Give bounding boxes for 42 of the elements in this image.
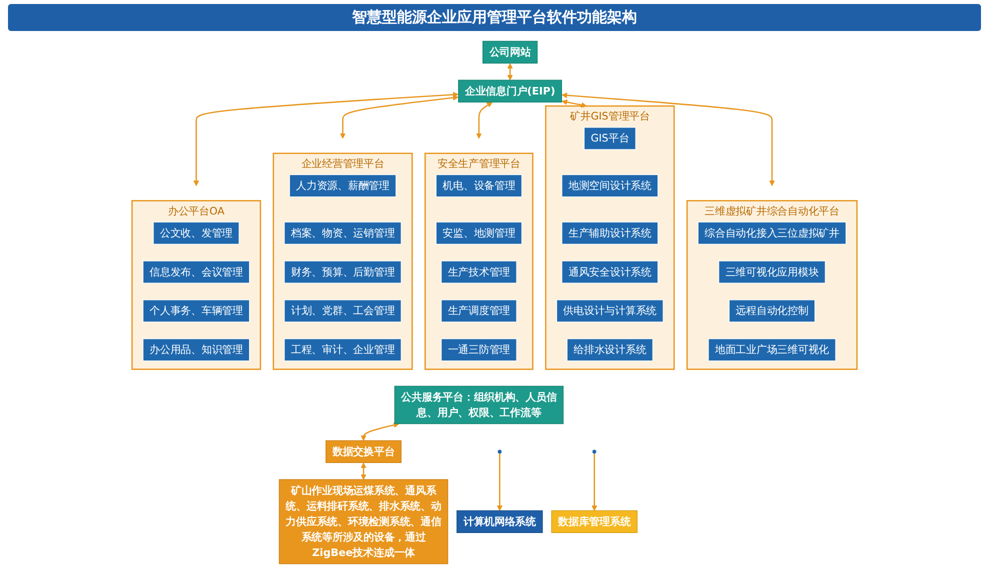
arrow: [562, 99, 587, 108]
node-box: 财务、预算、后勤管理: [284, 260, 402, 284]
node-box: GIS平台: [584, 127, 636, 150]
node-box: 工程、审计、企业管理: [284, 338, 402, 362]
node-box: 供电设计与计算系统: [556, 300, 664, 322]
node-box: 通风安全设计系统: [562, 260, 658, 284]
arrow: [476, 102, 492, 139]
node-box: 综合自动化接入三位虚拟矿井: [698, 222, 846, 244]
arrow: [360, 462, 366, 480]
node-box: 生产辅助设计系统: [562, 222, 658, 244]
node-box: 三维可视化应用模块: [718, 260, 826, 284]
node-box: 地测空间设计系统: [562, 174, 658, 198]
arrow: [562, 92, 775, 186]
node-box: 信息发布、会议管理: [142, 260, 250, 284]
node-box: 生产技术管理: [441, 260, 517, 284]
node-box: 办公用品、知识管理: [142, 338, 250, 362]
node-box: 机电、设备管理: [436, 174, 522, 198]
node-box: 计划、党群、工会管理: [284, 300, 402, 322]
node-box: 公文收、发管理: [153, 222, 240, 244]
arrow: [193, 92, 458, 186]
node-box: 安监、地测管理: [436, 222, 522, 244]
node-box: 数据交换平台: [326, 440, 402, 463]
node-box: 公司网站: [482, 40, 538, 64]
arrow: [360, 422, 400, 441]
node-box: 个人事务、车辆管理: [142, 300, 250, 322]
node-box: 矿山作业现场运煤系统、通风系统、运料排矸系统、排水系统、动力供应系统、环境检测系统、通信系统等所涉及的设备，通过ZigBee技术连成一体: [278, 479, 448, 564]
node-box: 远程自动化控制: [728, 300, 816, 322]
node-box: 公共服务平台：组织机构、人员信息、用户、权限、工作流等: [394, 386, 564, 424]
arrow: [592, 453, 598, 511]
node-box: 一通三防管理: [441, 338, 517, 362]
node-box: 生产调度管理: [441, 300, 517, 322]
node-box: 地面工业广场三维可视化: [708, 338, 836, 362]
arrow: [340, 94, 458, 139]
node-box: 档案、物资、运销管理: [284, 222, 402, 244]
arrow: [496, 453, 503, 511]
node-box: 数据库管理系统: [551, 510, 638, 534]
node-box: 人力资源、薪酬管理: [289, 174, 396, 198]
node-box: 企业信息门户(EIP): [458, 80, 562, 102]
diagram-title: 智慧型能源企业应用管理平台软件功能架构: [8, 4, 981, 31]
node-box: 计算机网络系统: [456, 510, 543, 534]
node-box: 给排水设计系统: [566, 338, 654, 362]
arrow: [507, 63, 513, 80]
